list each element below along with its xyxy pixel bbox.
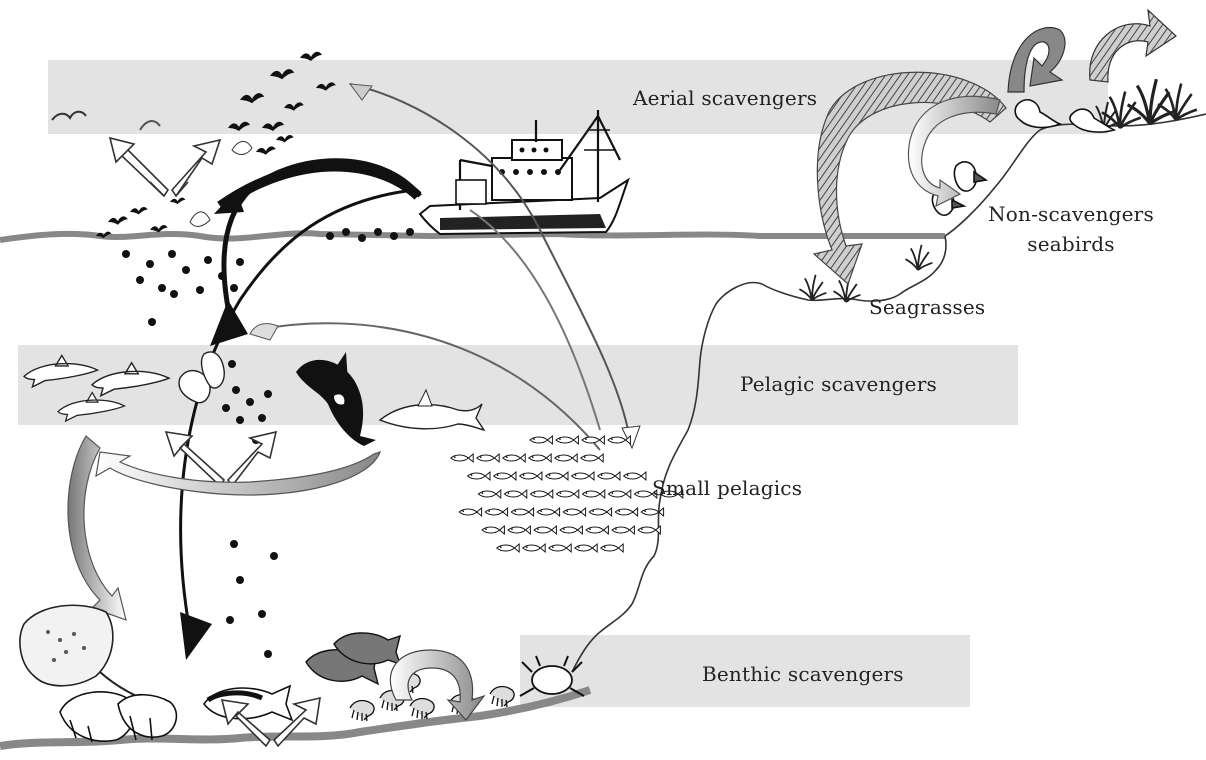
label-pelagic-scavengers: Pelagic scavengers bbox=[740, 372, 937, 396]
benthic-cycle-arrow bbox=[390, 650, 484, 720]
label-non-scavengers-line2: seabirds bbox=[976, 232, 1166, 256]
label-aerial-scavengers: Aerial scavengers bbox=[633, 86, 817, 110]
label-benthic-scavengers: Benthic scavengers bbox=[702, 662, 904, 686]
label-seagrasses: Seagrasses bbox=[869, 295, 985, 319]
coastal-top-arrow bbox=[1090, 10, 1176, 82]
lobster-icon bbox=[60, 692, 176, 742]
label-non-scavengers: Non-scavengers seabirds bbox=[976, 202, 1166, 256]
label-small-pelagics: Small pelagics bbox=[652, 476, 802, 500]
fish-school-icon bbox=[451, 436, 683, 552]
bottom-fish-icon bbox=[204, 686, 292, 720]
red-fish-icon bbox=[306, 633, 400, 684]
label-non-scavengers-line1: Non-scavengers bbox=[976, 202, 1166, 226]
ray-icon bbox=[20, 605, 160, 706]
hollow-arrow-aerial bbox=[110, 138, 220, 196]
